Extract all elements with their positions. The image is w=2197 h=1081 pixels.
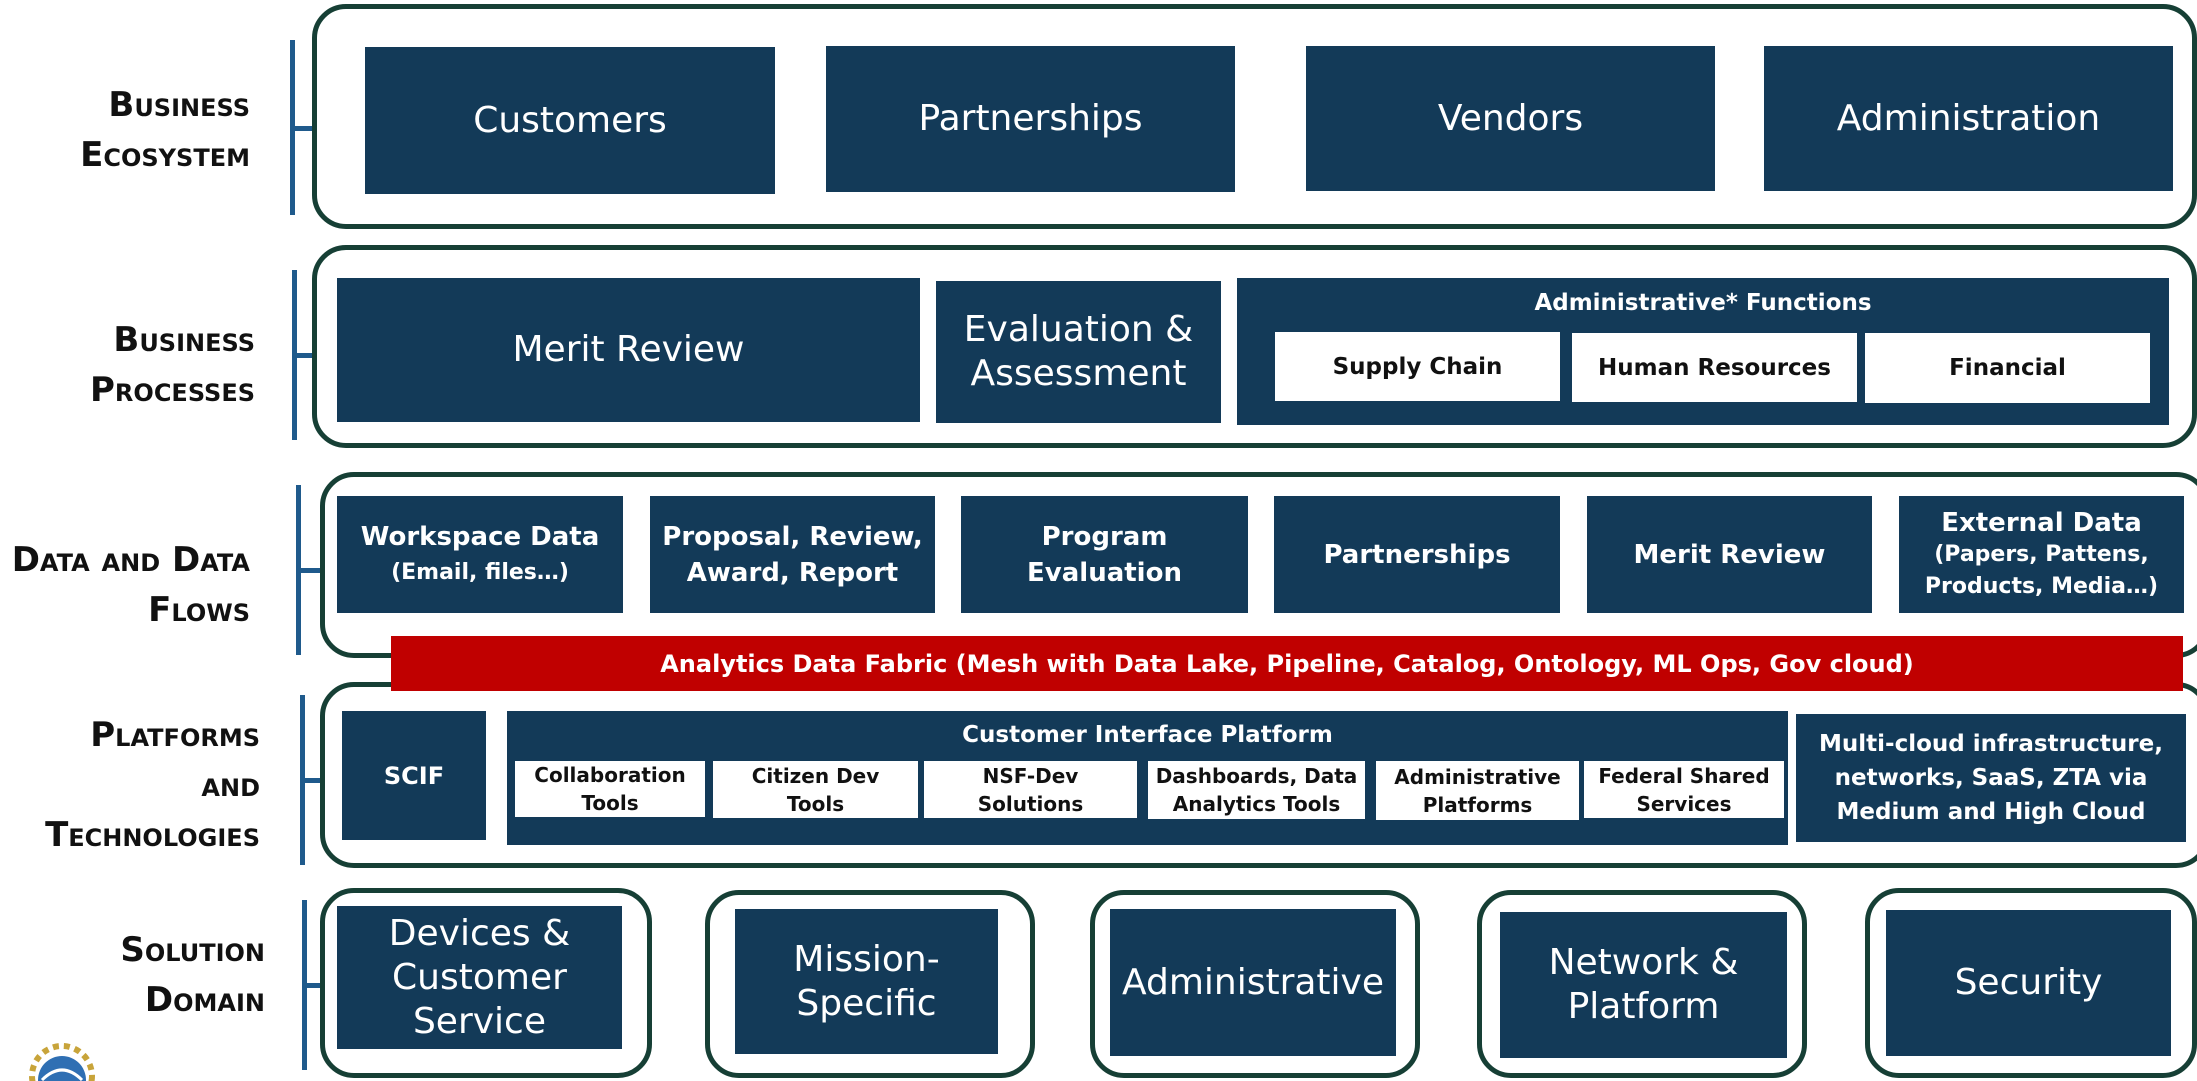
admin-item-supply-chain: Supply Chain [1275,332,1560,401]
box-network-platform: Network &Platform [1500,912,1787,1058]
box-merit-review: Merit Review [337,278,920,422]
box-mission-specific: Mission-Specific [735,909,998,1054]
box-customers: Customers [365,47,775,194]
box-partnerships: Partnerships [826,46,1235,192]
frame-data-flows [320,472,2197,658]
box-scif: SCIF [342,711,486,840]
brace-data-flows [296,485,324,655]
box-external-data: External Data(Papers, Pattens,Products, … [1899,496,2184,613]
box-data-merit-review: Merit Review [1587,496,1872,613]
box-evaluation-assessment: Evaluation &Assessment [936,281,1221,423]
admin-item-human-resources: Human Resources [1572,333,1857,402]
box-vendors: Vendors [1306,46,1715,191]
agency-logo-icon [29,1043,95,1081]
admin-functions-title: Administrative* Functions [1534,290,1872,316]
brace-solution-domain [302,900,330,1070]
box-administration: Administration [1764,46,2173,191]
box-multi-cloud: Multi-cloud infrastructure,networks, Saa… [1796,714,2186,842]
brace-business-processes [292,270,320,440]
brace-business-ecosystem [290,40,318,215]
box-data-partnerships: Partnerships [1274,496,1560,613]
cip-title: Customer Interface Platform [962,722,1333,748]
box-workspace-data: Workspace Data(Email, files…) [337,496,623,613]
box-security: Security [1886,910,2171,1056]
box-proposal-review: Proposal, Review,Award, Report [650,496,935,613]
box-solution-administrative: Administrative [1110,909,1396,1056]
admin-item-financial: Financial [1865,333,2150,403]
analytics-data-fabric-bar-overlay: Analytics Data Fabric (Mesh with Data La… [391,636,2183,691]
brace-platforms [300,695,328,865]
